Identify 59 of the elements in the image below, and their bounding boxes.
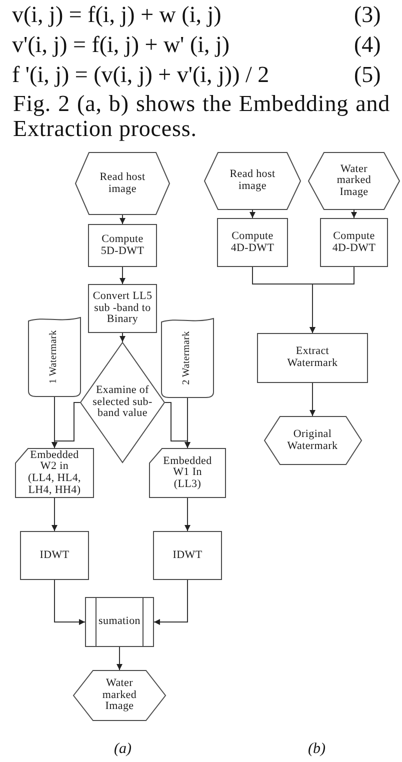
node-label: Embedded W1 In (LL3): [162, 456, 213, 490]
arrow: [116, 646, 122, 670]
arrow: [54, 580, 86, 625]
card-shape: [149, 448, 226, 498]
hexagon-step: [73, 670, 166, 721]
document-shape: [161, 318, 214, 398]
arrow: [184, 398, 190, 448]
arrow: [250, 210, 256, 218]
arrow: [52, 396, 58, 448]
process-box: [20, 531, 89, 580]
arrow: [310, 382, 316, 416]
subfigure-label: (b): [308, 740, 326, 758]
process-box: [153, 531, 222, 580]
process-box: [88, 224, 157, 267]
node-label: Convert LL5 sub -band to Binary: [92, 291, 154, 326]
node-label: Water marked Image: [101, 678, 138, 713]
arrow: [184, 498, 190, 532]
node-label: Original Watermark: [286, 428, 339, 452]
arrow: [120, 214, 126, 224]
arrow: [120, 266, 126, 284]
equation: f '(i, j) = (v(i, j) + v'(i, j)) / 2: [12, 61, 270, 89]
node-label: Compute 4D-DWT: [331, 230, 377, 254]
predefined-process-box: [85, 597, 154, 647]
equation-number: (5): [354, 61, 381, 89]
node-label: Water marked Image: [336, 164, 372, 198]
node-label: Extract Watermark: [286, 346, 339, 370]
arrow: [351, 210, 357, 218]
node-label: 2 Watermark: [182, 332, 193, 384]
decision-diamond: [80, 342, 165, 463]
node-label: IDWT: [40, 550, 70, 562]
arrow: [120, 332, 126, 342]
node-label: Compute 5D-DWT: [100, 234, 146, 258]
equation: v'(i, j) = f(i, j) + w' (i, j): [12, 31, 230, 59]
hexagon-step: [204, 152, 301, 210]
hexagon-step: [75, 152, 170, 215]
process-box: [320, 218, 388, 267]
equation-number: (3): [354, 1, 381, 29]
node-label: sumation: [98, 616, 140, 628]
body-text: Fig. 2 (a, b) shows the Embedding and Extraction process.: [13, 91, 390, 141]
node-label: 1 Watermark: [49, 330, 60, 384]
card-shape: [15, 448, 94, 498]
node-label: Compute 4D-DWT: [230, 230, 276, 254]
node-label: Embedded W2 in (LL4, HL4, LH4, HH4): [28, 450, 82, 496]
node-label: Read host image: [98, 172, 146, 196]
process-box: [88, 284, 157, 333]
arrow: [154, 580, 188, 625]
document-shape: [28, 317, 81, 397]
process-box: [217, 218, 288, 267]
hexagon-step: [308, 152, 400, 210]
subfigure-label: (a): [114, 740, 132, 758]
arrow: [310, 266, 354, 334]
equation: v(i, j) = f(i, j) + w (i, j): [12, 1, 222, 29]
node-label: Examine of selected sub-band value: [92, 385, 152, 420]
node-label: IDWT: [172, 550, 202, 562]
arrow: [52, 498, 58, 532]
node-label: Read host image: [228, 169, 276, 193]
hexagon-step: [264, 416, 362, 465]
process-box: [257, 333, 368, 383]
equation-number: (4): [354, 31, 381, 59]
